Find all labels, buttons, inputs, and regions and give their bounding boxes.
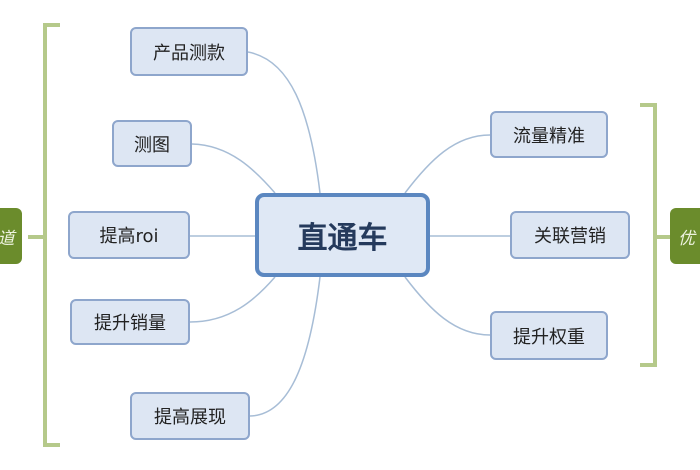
- left-bracket: [43, 23, 60, 447]
- node-test-image: 测图: [112, 120, 192, 167]
- node-precise-traffic: 流量精准: [490, 111, 608, 158]
- node-related-marketing: 关联营销: [510, 211, 630, 259]
- right-bracket: [640, 103, 657, 367]
- right-group-label: 优: [670, 208, 700, 264]
- center-node: 直通车: [255, 193, 430, 277]
- node-improve-roi: 提高roi: [68, 211, 190, 259]
- connector: [191, 143, 276, 194]
- node-boost-weight: 提升权重: [490, 311, 608, 360]
- connector: [249, 276, 321, 417]
- connector: [189, 276, 276, 323]
- connector: [247, 51, 321, 194]
- node-improve-exposure: 提高展现: [130, 392, 250, 440]
- node-product-test: 产品测款: [130, 27, 248, 76]
- left-group-label: 道: [0, 208, 22, 264]
- connector: [404, 134, 491, 194]
- connector: [404, 276, 491, 336]
- node-boost-sales: 提升销量: [70, 299, 190, 345]
